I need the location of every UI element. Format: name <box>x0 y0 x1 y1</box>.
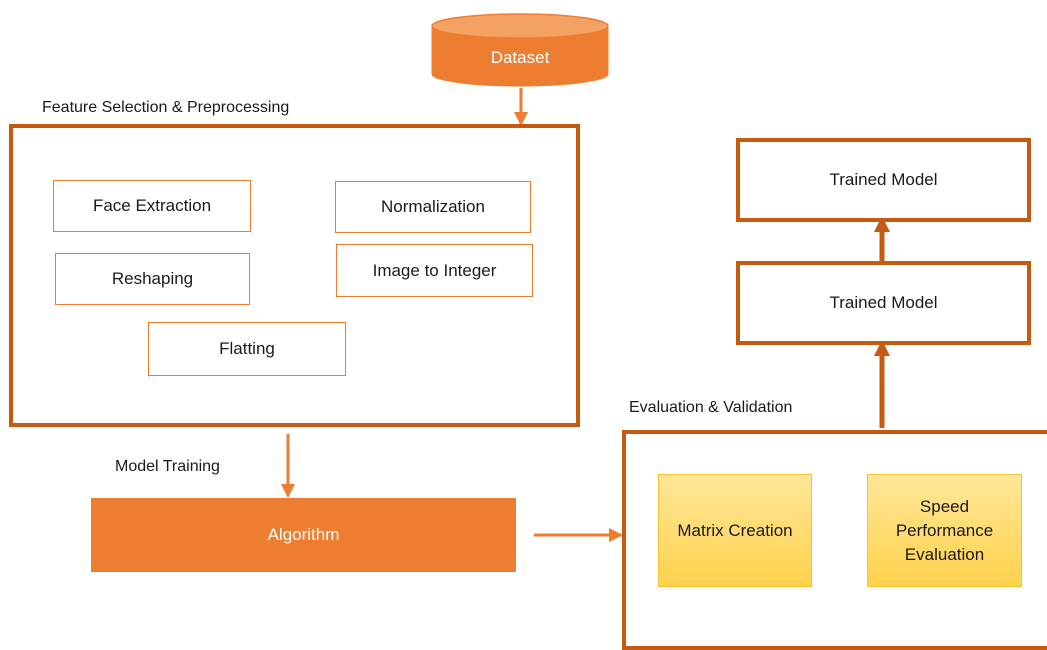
speed-label-line1: Speed <box>919 496 970 516</box>
dataset-cylinder: Dataset <box>430 12 610 92</box>
algorithm-label: Algorithm <box>267 525 340 544</box>
step-flatting: Flatting <box>148 322 346 376</box>
matrix-creation-label: Matrix Creation <box>677 520 793 540</box>
step-reshaping: Reshaping <box>55 253 250 305</box>
evaluation-title: Evaluation & Validation <box>629 399 793 416</box>
database-icon <box>431 13 609 87</box>
step-face-extraction: Face Extraction <box>53 180 251 232</box>
trained-model-top: Trained Model <box>736 138 1031 222</box>
trained-model-bottom-label: Trained Model <box>829 293 938 312</box>
speed-label-line3: Evaluation <box>904 544 985 564</box>
trained-model-bottom: Trained Model <box>736 261 1031 345</box>
step-normalization: Normalization <box>335 181 531 233</box>
speed-label-line2: Performance <box>895 520 994 540</box>
training-title: Model Training <box>115 458 220 475</box>
dataset-label: Dataset <box>490 48 550 67</box>
preprocessing-title: Feature Selection & Preprocessing <box>42 99 290 116</box>
trained-model-top-label: Trained Model <box>829 170 938 189</box>
speed-performance-box: Speed Performance Evaluation <box>867 474 1022 587</box>
step-image-to-integer: Image to Integer <box>336 244 533 297</box>
algorithm-box: Algorithm <box>91 498 516 572</box>
matrix-creation-box: Matrix Creation <box>658 474 812 587</box>
